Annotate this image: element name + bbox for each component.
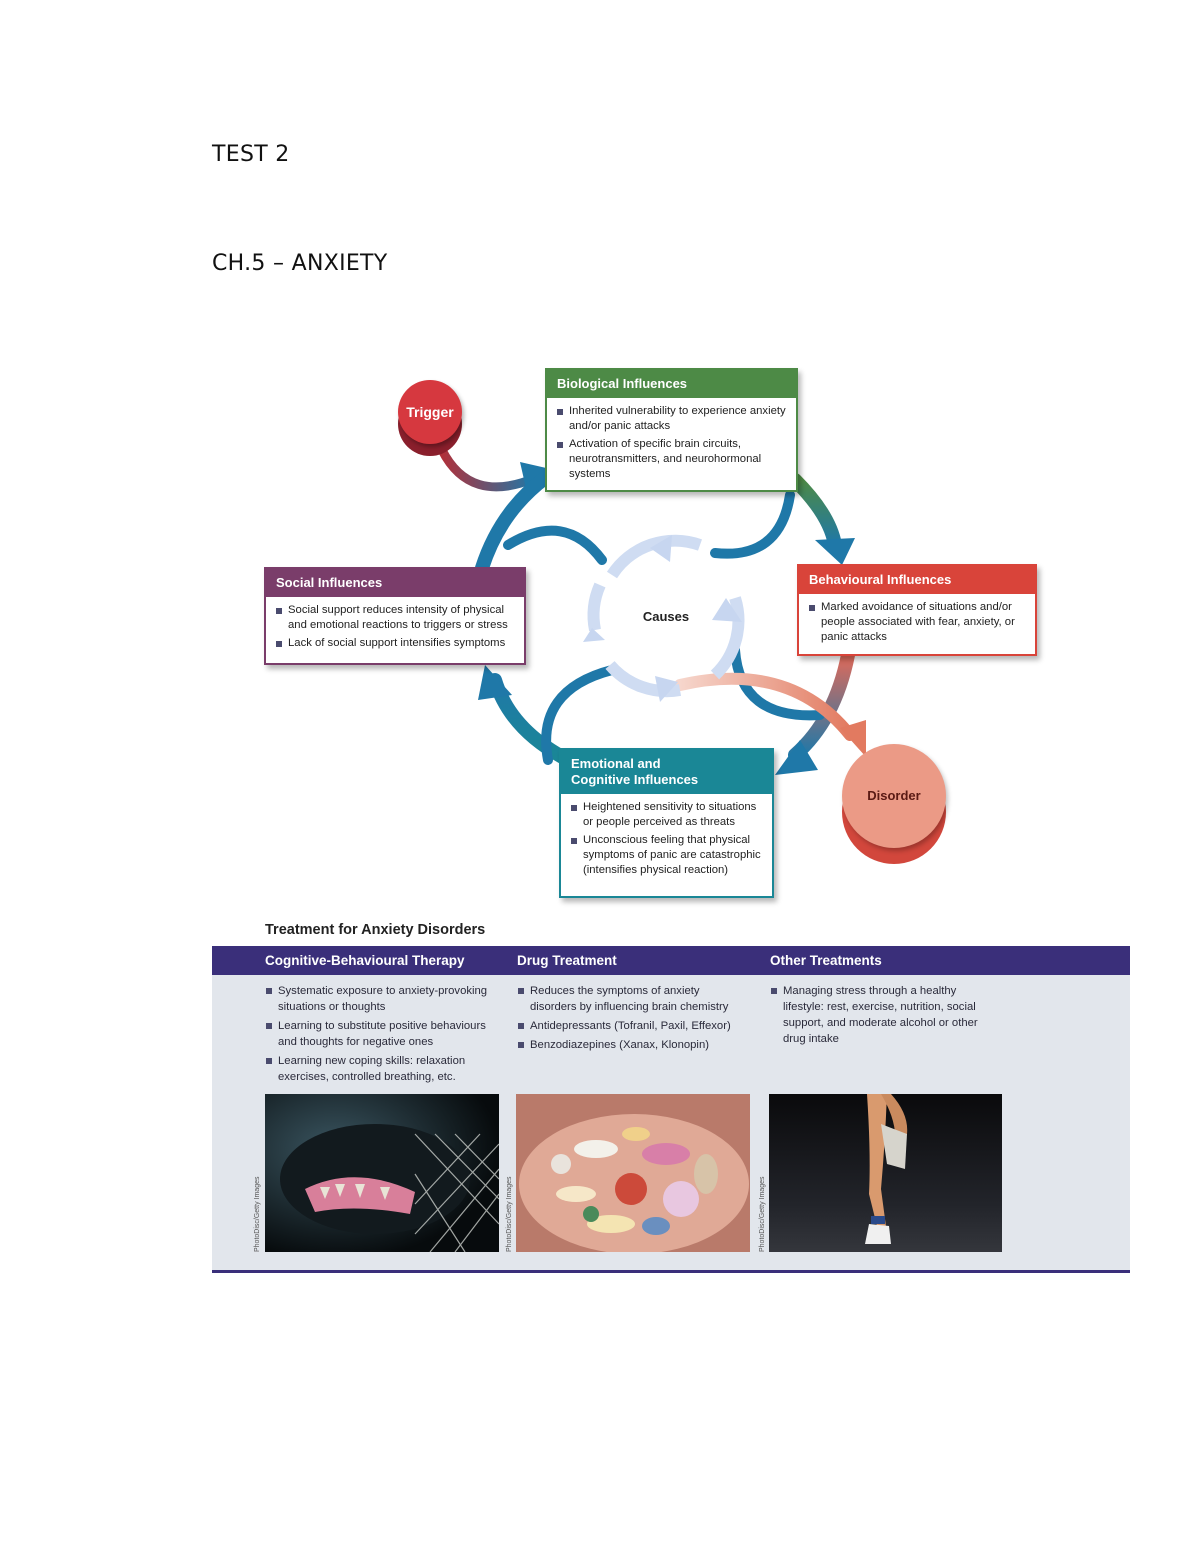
trigger-circle: Trigger xyxy=(398,380,462,458)
biological-title: Biological Influences xyxy=(547,370,796,398)
behavioural-influences-box: Behavioural Influences Marked avoidance … xyxy=(797,564,1037,656)
emotional-list: Heightened sensitivity to situations or … xyxy=(569,800,764,878)
disorder-label: Disorder xyxy=(867,788,921,803)
beh-inner-curve xyxy=(730,645,825,721)
biological-influences-box: Biological Influences Inherited vulnerab… xyxy=(545,368,798,492)
list-item: Heightened sensitivity to situations or … xyxy=(569,800,764,830)
runner-photo xyxy=(769,1094,1002,1252)
trigger-label: Trigger xyxy=(406,404,454,420)
list-item: Managing stress through a healthy lifest… xyxy=(769,983,995,1047)
bio-to-beh-arrow xyxy=(788,473,842,552)
treatment-bottom-rule xyxy=(212,1270,1130,1273)
treatment-col-title-drug: Drug Treatment xyxy=(517,953,617,968)
social-influences-box: Social Influences Social support reduces… xyxy=(264,567,526,665)
biological-list: Inherited vulnerability to experience an… xyxy=(555,404,788,482)
list-item: Learning new coping skills: relaxation e… xyxy=(264,1053,500,1085)
bio-to-beh-arrowhead xyxy=(815,538,855,565)
behavioural-title: Behavioural Influences xyxy=(799,566,1035,594)
list-item: Benzodiazepines (Xanax, Klonopin) xyxy=(516,1037,746,1053)
list-item: Reduces the symptoms of anxiety disorder… xyxy=(516,983,746,1015)
list-item: Activation of specific brain circuits, n… xyxy=(555,437,788,482)
behavioural-list: Marked avoidance of situations and/or pe… xyxy=(807,600,1027,645)
trigger-arrow xyxy=(437,445,540,492)
emotional-title-line2: Cognitive Influences xyxy=(571,772,699,787)
anxiety-causes-diagram xyxy=(437,445,866,775)
beh-to-emo-arrowhead xyxy=(775,740,818,775)
list-item: Antidepressants (Tofranil, Paxil, Effexo… xyxy=(516,1018,746,1034)
causes-label: Causes xyxy=(642,609,690,624)
social-list: Social support reduces intensity of phys… xyxy=(274,603,516,651)
treatment-header-bar xyxy=(212,946,1130,975)
dog-photo-credit: PhotoDisc/Getty Images xyxy=(254,1176,261,1252)
bio-inner-curve xyxy=(710,490,795,559)
soc-inner-curve xyxy=(503,525,607,565)
soc-to-bio-arrow xyxy=(475,471,552,575)
pills-photo xyxy=(516,1094,750,1252)
causes-cycle xyxy=(587,534,745,698)
list-item: Unconscious feeling that physical sympto… xyxy=(569,833,764,878)
emo-inner-curve xyxy=(541,665,617,765)
emotional-cognitive-influences-box: Emotional and Cognitive Influences Heigh… xyxy=(559,748,774,898)
to-disorder-arrow xyxy=(674,672,856,741)
list-item: Learning to substitute positive behaviou… xyxy=(264,1018,500,1050)
treatment-list-cbt: Systematic exposure to anxiety-provoking… xyxy=(264,983,500,1088)
list-item: Lack of social support intensifies sympt… xyxy=(274,636,516,651)
dog-photo xyxy=(265,1094,499,1252)
list-item: Systematic exposure to anxiety-provoking… xyxy=(264,983,500,1015)
treatment-list-drug: Reduces the symptoms of anxiety disorder… xyxy=(516,983,746,1056)
treatment-list-other: Managing stress through a healthy lifest… xyxy=(769,983,995,1050)
chapter-heading: CH.5 – ANXIETY xyxy=(212,251,388,276)
social-title: Social Influences xyxy=(266,569,524,597)
treatment-col-title-cbt: Cognitive-Behavioural Therapy xyxy=(265,953,465,968)
disorder-circle: Disorder xyxy=(842,744,946,864)
pills-photo-credit: PhotoDisc/Getty Images xyxy=(506,1176,513,1252)
to-disorder-arrowhead xyxy=(840,720,866,757)
runner-photo-credit: PhotoDisc/Getty Images xyxy=(759,1176,766,1252)
emo-to-soc-arrowhead xyxy=(478,665,512,700)
list-item: Inherited vulnerability to experience an… xyxy=(555,404,788,434)
list-item: Social support reduces intensity of phys… xyxy=(274,603,516,633)
list-item: Marked avoidance of situations and/or pe… xyxy=(807,600,1027,645)
emotional-title: Emotional and Cognitive Influences xyxy=(561,750,772,794)
emotional-title-line1: Emotional and xyxy=(571,756,661,771)
document-title: TEST 2 xyxy=(212,142,290,167)
treatment-col-title-other: Other Treatments xyxy=(770,953,882,968)
treatment-title: Treatment for Anxiety Disorders xyxy=(265,922,486,938)
